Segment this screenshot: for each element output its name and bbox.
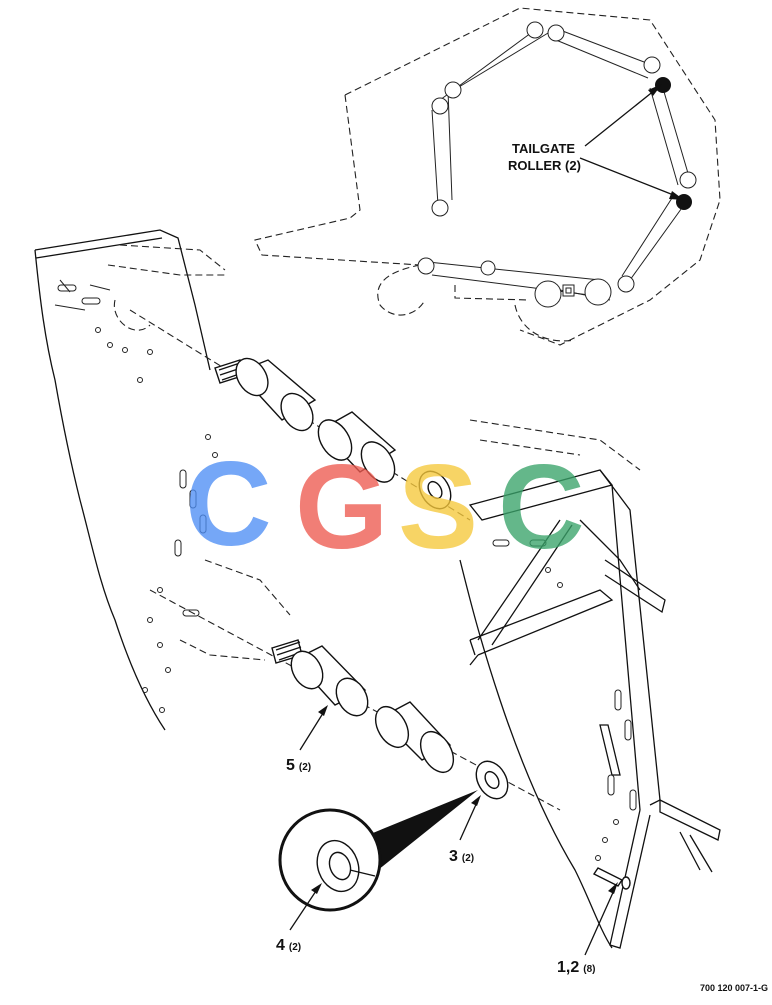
belt-roller xyxy=(679,171,697,189)
belt-roller xyxy=(547,24,565,42)
callout-item-1-2: 1,2(8) xyxy=(557,959,595,976)
figure-id: 700 120 007-1-G xyxy=(700,983,768,993)
tailgate-frame xyxy=(459,419,721,949)
drive-roller xyxy=(534,280,562,308)
watermark-letter-c2: C xyxy=(498,440,585,574)
belt-roller xyxy=(444,81,462,99)
callout-item-5: 5(2) xyxy=(286,757,311,774)
belt-roller xyxy=(643,56,661,74)
lower-roller-assembly xyxy=(149,589,561,811)
tailgate-roller-label-line1: TAILGATE xyxy=(512,141,575,156)
watermark-letter-g: G xyxy=(295,440,388,574)
belt-roller xyxy=(431,199,449,217)
baler-inset: TAILGATE ROLLER (2) xyxy=(254,7,721,346)
watermark-letter-c1: C xyxy=(185,437,272,571)
callout-leaders xyxy=(289,705,618,956)
drive-roller xyxy=(584,278,612,306)
upper-roller-assembly xyxy=(129,309,471,521)
belt-roller xyxy=(480,260,496,276)
left-side-sheet xyxy=(34,229,291,731)
watermark-logo: C G S C xyxy=(185,437,585,574)
belt-roller xyxy=(431,97,449,115)
tailgate-roller-label-line2: ROLLER (2) xyxy=(508,158,581,173)
belt-roller xyxy=(417,257,435,275)
callout-item-4: 4(2) xyxy=(276,937,301,954)
belt-roller xyxy=(526,21,544,39)
watermark-letter-s: S xyxy=(398,440,478,574)
callout-item-3: 3(2) xyxy=(449,848,474,865)
bearing-detail-view xyxy=(278,790,478,912)
bolt-assembly xyxy=(592,867,631,890)
belt-roller xyxy=(617,275,635,293)
tailgate-roller-upper xyxy=(655,77,671,93)
